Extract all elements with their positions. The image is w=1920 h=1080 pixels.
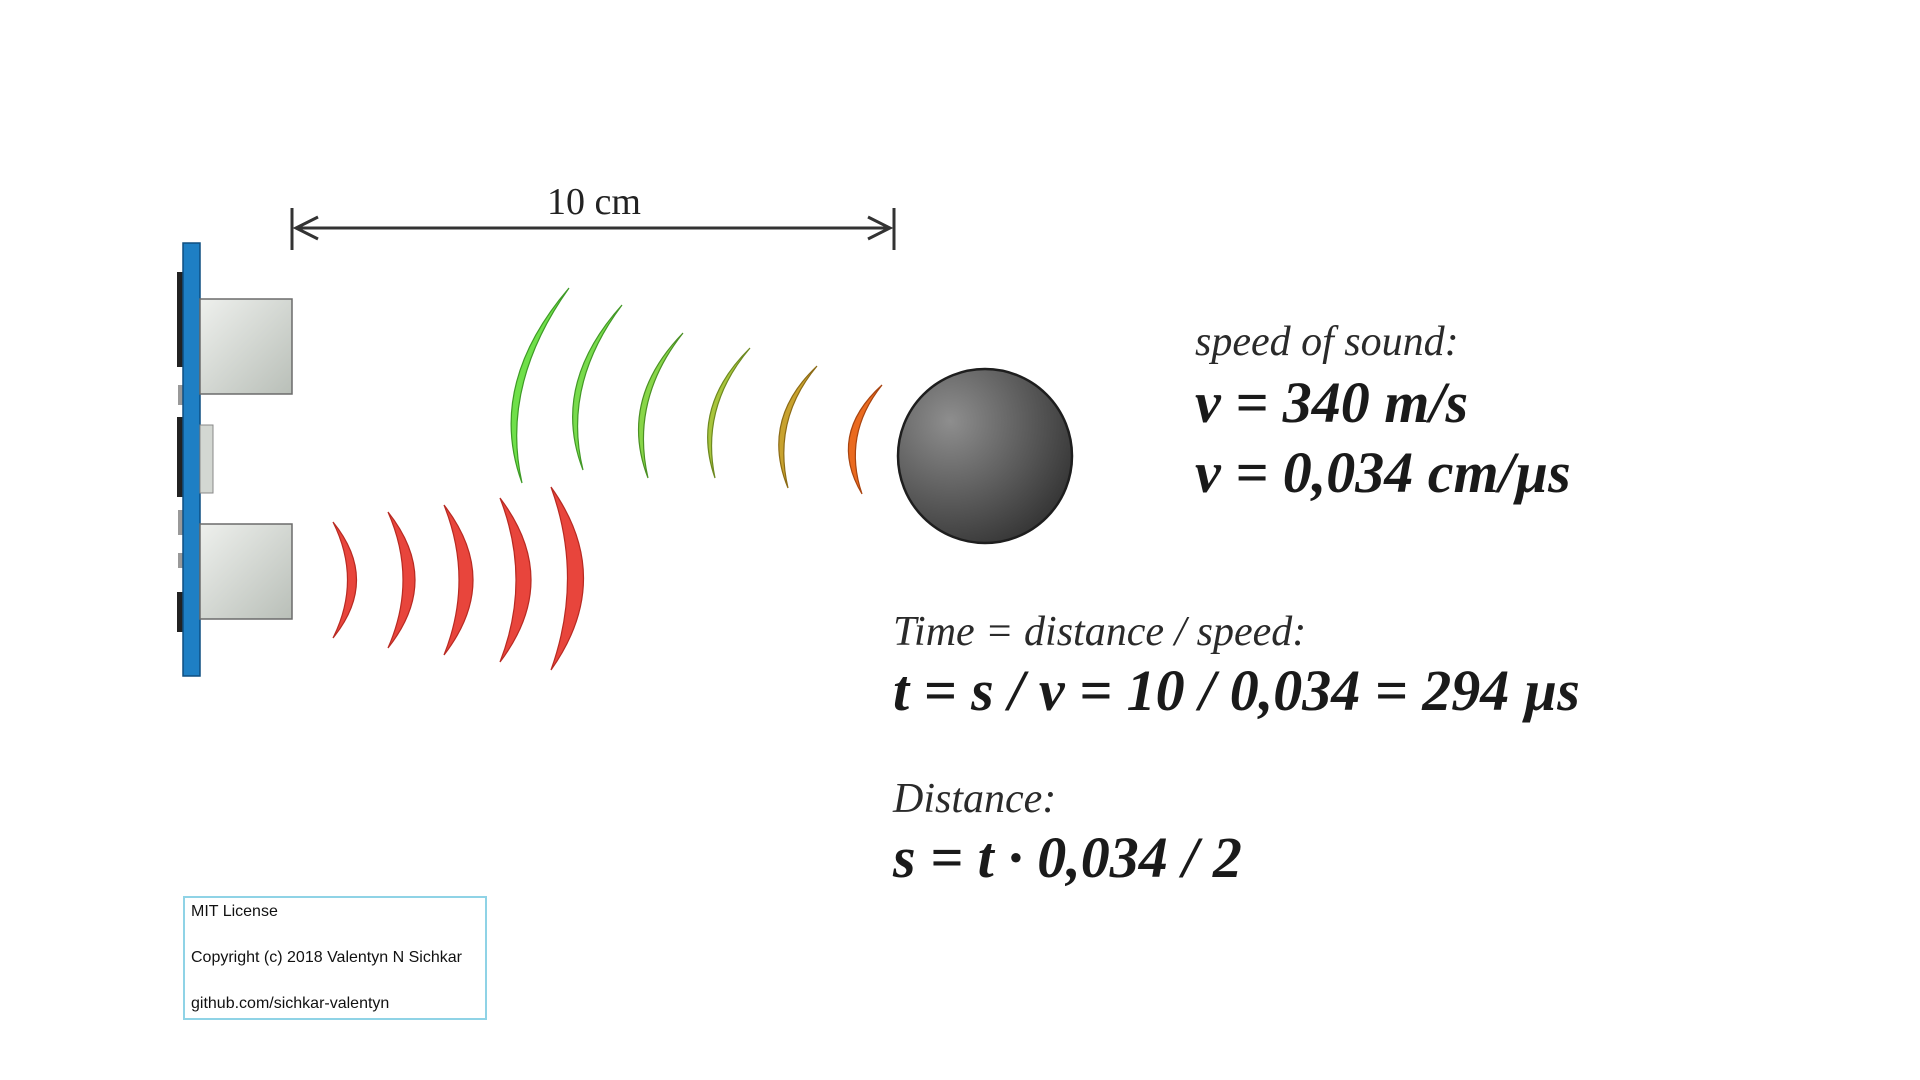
return-wave — [510, 287, 570, 484]
return-waves — [510, 287, 883, 495]
dimension-line — [290, 208, 896, 250]
sensor-pin — [177, 272, 185, 367]
time-formula: t = s / v = 10 / 0,034 = 294 µs — [893, 658, 1580, 723]
sensor-pin — [178, 553, 184, 568]
sensor-board — [182, 242, 201, 677]
outgoing-wave — [550, 486, 584, 671]
return-wave — [707, 347, 751, 479]
speed-formula-cmus: v = 0,034 cm/µs — [1195, 439, 1571, 505]
license-copyright: Copyright (c) 2018 Valentyn N Sichkar — [191, 949, 462, 966]
crystal-component — [199, 424, 214, 494]
ultrasonic-sensor — [177, 242, 293, 677]
transmitter-transducer — [199, 298, 293, 395]
outgoing-wave — [387, 511, 416, 649]
return-wave — [637, 332, 684, 479]
speed-formula-ms: v = 340 m/s — [1195, 370, 1469, 435]
distance-block: Distance: s = t · 0,034 / 2 — [893, 775, 1242, 893]
receiver-transducer — [199, 523, 293, 620]
distance-caption: Distance: — [893, 776, 1057, 822]
speed-of-sound-block: speed of sound: v = 340 m/s v = 0,034 cm… — [1195, 318, 1571, 507]
sensor-pin — [178, 385, 184, 405]
outgoing-waves — [332, 486, 584, 671]
distance-formula: s = t · 0,034 / 2 — [893, 825, 1242, 890]
sensor-pin — [177, 592, 185, 632]
license-url: github.com/sichkar-valentyn — [191, 995, 390, 1012]
speed-caption: speed of sound: — [1195, 319, 1459, 365]
license-box: MIT License Copyright (c) 2018 Valentyn … — [183, 896, 487, 1020]
time-block: Time = distance / speed: t = s / v = 10 … — [893, 608, 1580, 726]
outgoing-wave — [499, 497, 532, 663]
return-wave — [778, 365, 818, 489]
time-caption: Time = distance / speed: — [893, 609, 1307, 655]
return-wave — [572, 304, 623, 471]
sensor-pin — [178, 510, 184, 535]
outgoing-wave — [332, 521, 358, 639]
license-name: MIT License — [191, 903, 278, 920]
dimension-label: 10 cm — [547, 181, 641, 223]
return-wave — [847, 384, 883, 495]
outgoing-wave — [443, 504, 474, 656]
sensor-pin — [177, 417, 185, 497]
target-object — [896, 367, 1074, 545]
